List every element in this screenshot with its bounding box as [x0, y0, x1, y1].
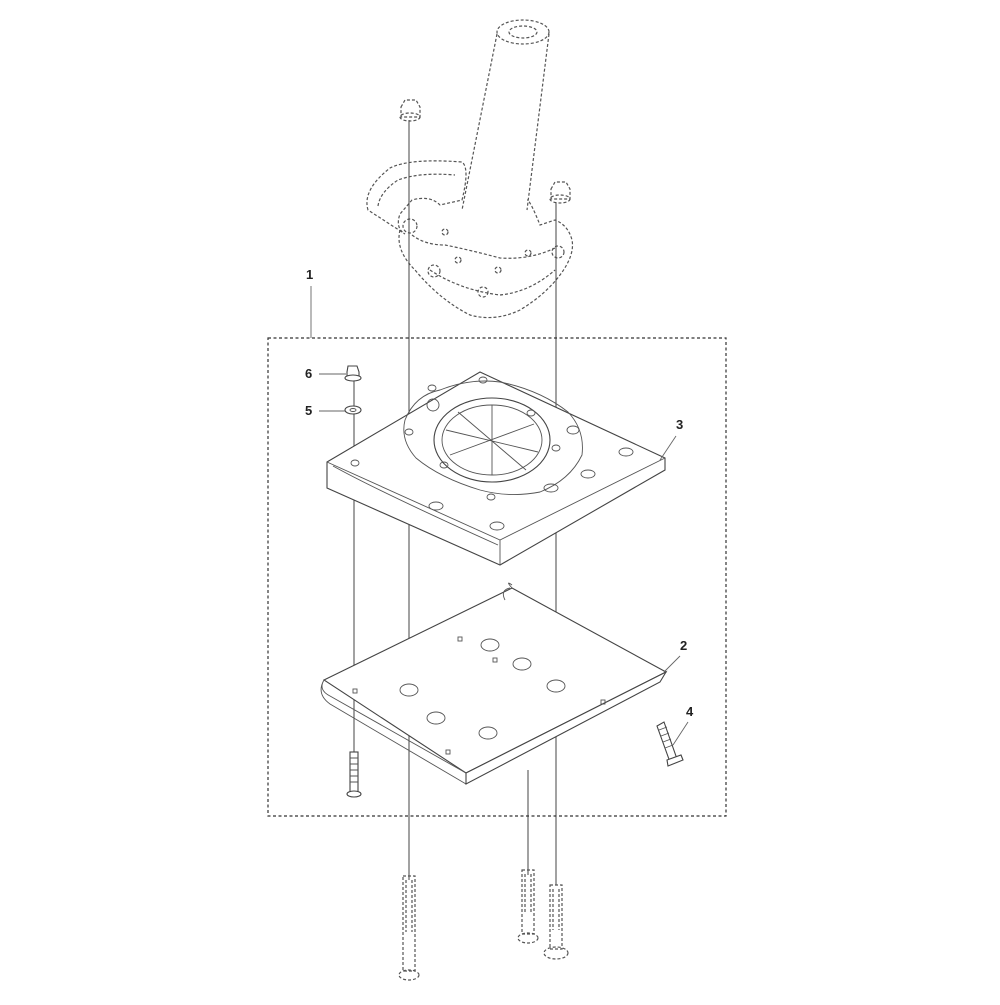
- handle-tube-drawing: [461, 19, 550, 211]
- rubber-base-plate-drawing: [326, 371, 666, 566]
- long-bolt-mid-drawing: [517, 869, 539, 944]
- long-bolt-left-drawing: [398, 875, 420, 981]
- callout-3: 3: [676, 417, 684, 432]
- upper-nut-right-drawing: [549, 181, 571, 204]
- callout-2: 2: [680, 638, 688, 653]
- upper-nut-left-drawing: [399, 99, 421, 122]
- skid-plate-drawing: [320, 582, 668, 785]
- callout-1: 1: [306, 267, 314, 282]
- leader-2: [663, 655, 681, 673]
- leader-4: [672, 721, 689, 746]
- upper-mount-drawing: [366, 160, 574, 319]
- callout-5: 5: [305, 403, 313, 418]
- callout-4: 4: [686, 704, 694, 719]
- countersunk-screw-drawing: [656, 721, 684, 767]
- long-bolt-right-drawing: [543, 884, 569, 960]
- leader-3: [659, 435, 677, 461]
- short-screw-left-drawing: [346, 751, 362, 798]
- lock-nut-drawing: [344, 365, 362, 382]
- callout-6: 6: [305, 366, 313, 381]
- washer-drawing: [344, 405, 362, 415]
